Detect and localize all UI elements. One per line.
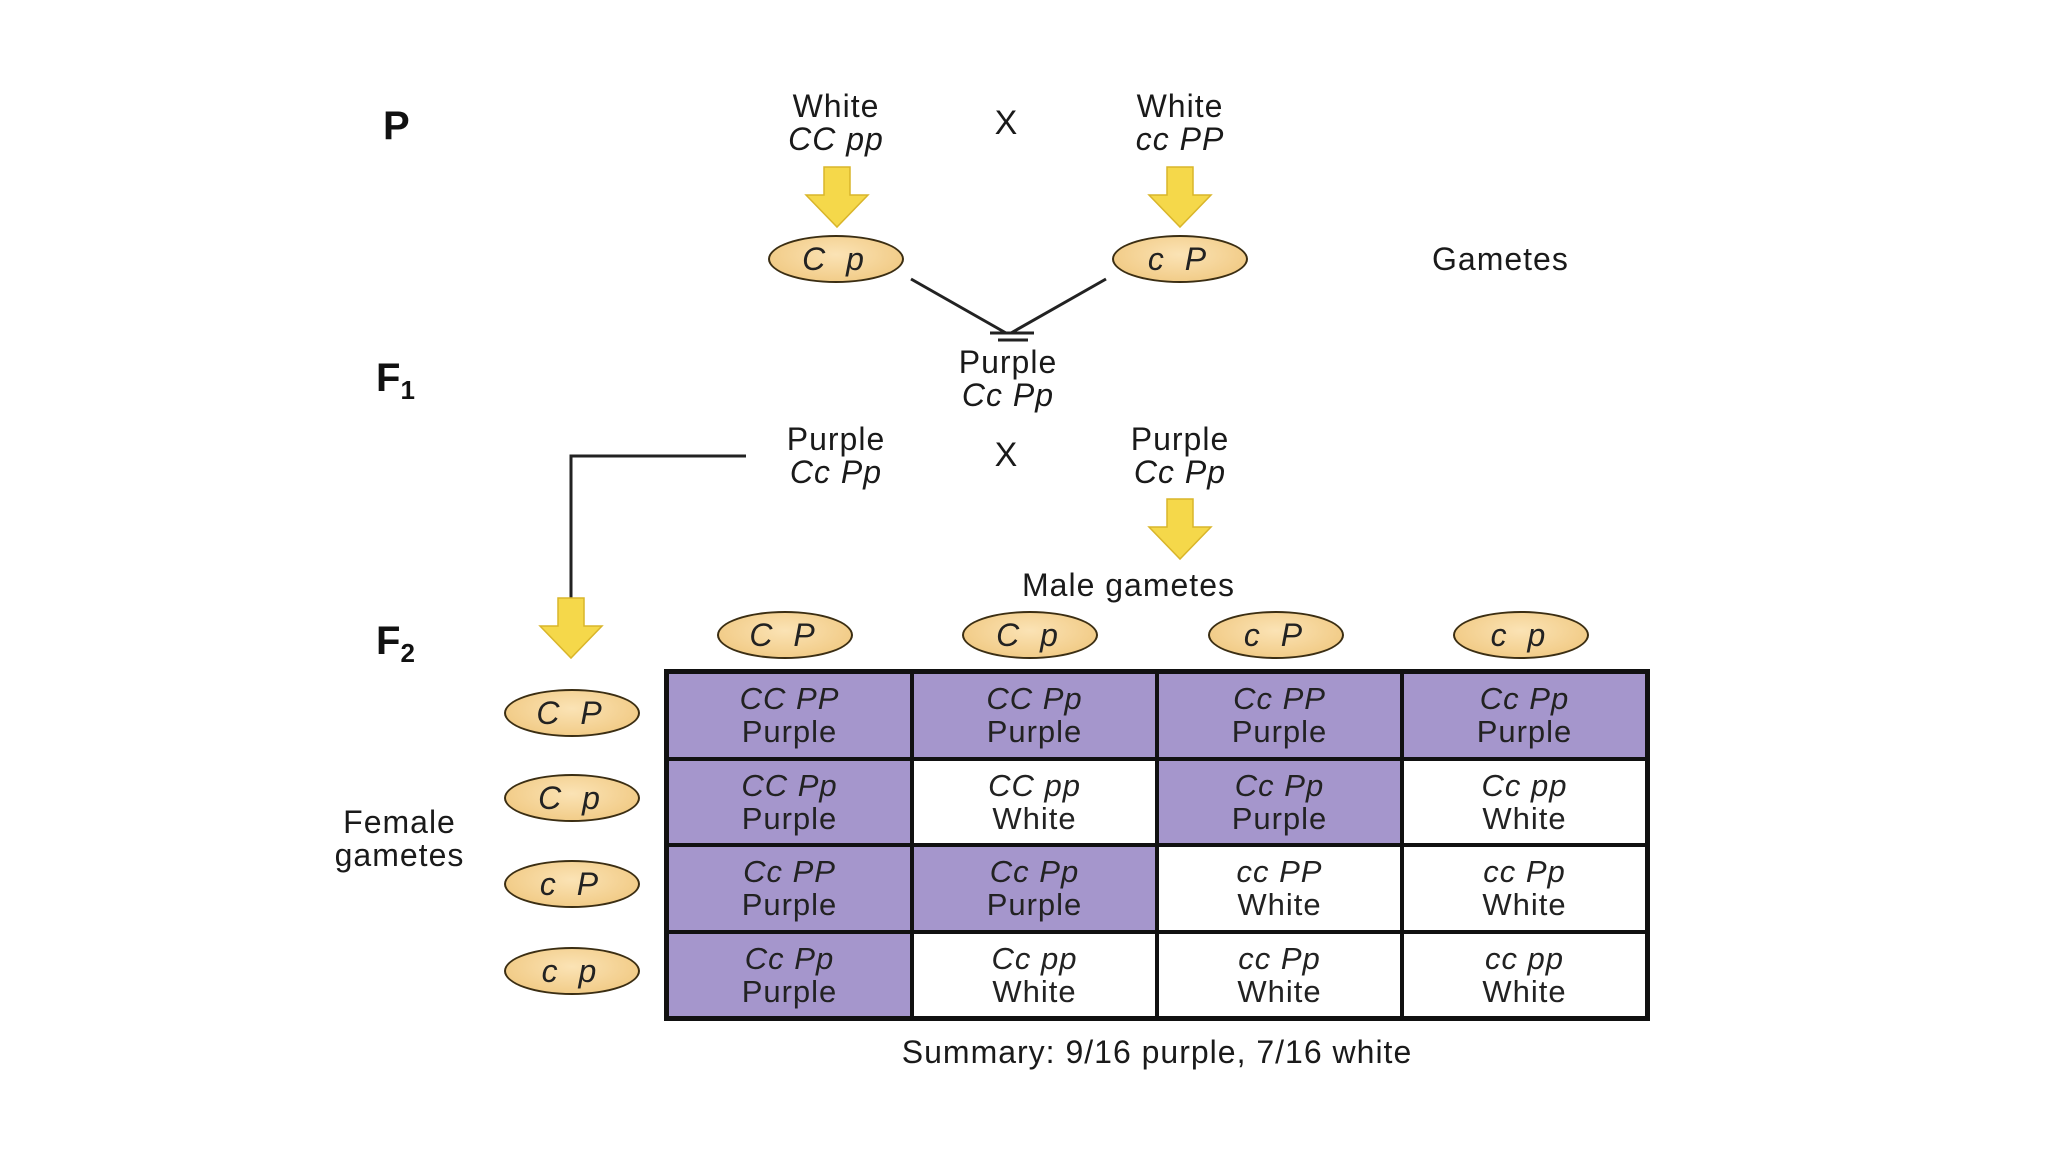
punnett-cell-phenotype: White xyxy=(1237,973,1322,1009)
punnett-cell-genotype: cc Pp xyxy=(1483,854,1566,890)
down-arrow-icon xyxy=(804,166,870,229)
punnett-cell-genotype: Cc Pp xyxy=(1479,681,1570,717)
punnett-cell-phenotype: Purple xyxy=(1231,800,1328,836)
punnett-cell-phenotype: Purple xyxy=(741,887,838,923)
punnett-cell-genotype: Cc pp xyxy=(991,940,1078,976)
summary-text: Summary: 9/16 purple, 7/16 white xyxy=(901,1034,1413,1070)
f1-offspring: Purple Cc Pp xyxy=(928,346,1088,412)
parent-left: White CC pp xyxy=(756,90,916,156)
f1-cross-left: Purple Cc Pp xyxy=(756,423,916,489)
punnett-cell-phenotype: White xyxy=(992,800,1077,836)
male-gamete: c p xyxy=(1453,611,1589,659)
punnett-cell-genotype: Cc PP xyxy=(743,854,836,890)
punnett-cell-phenotype: Purple xyxy=(986,714,1083,750)
punnett-cell-genotype: Cc PP xyxy=(1233,681,1326,717)
generation-f1-label: F1 xyxy=(376,356,415,405)
f1-cross-left-genotype: Cc Pp xyxy=(789,454,883,490)
punnett-cell-genotype: CC Pp xyxy=(986,681,1083,717)
punnett-cell-phenotype: Purple xyxy=(741,714,838,750)
punnett-cell-phenotype: Purple xyxy=(741,973,838,1009)
punnett-cell-genotype: Cc pp xyxy=(1481,767,1568,803)
generation-f2-label: F2 xyxy=(376,619,415,668)
punnett-cell-phenotype: White xyxy=(992,973,1077,1009)
male-gamete: c P xyxy=(1208,611,1344,659)
female-gametes-label: Female gametes xyxy=(334,804,465,873)
f1-cross-right-genotype: Cc Pp xyxy=(1133,454,1227,490)
f1-cross-right-phenotype: Purple xyxy=(1130,421,1230,457)
parent-right-gamete: c P xyxy=(1112,235,1248,283)
punnett-cell-phenotype: Purple xyxy=(1231,714,1328,750)
male-gamete: C p xyxy=(962,611,1098,659)
down-arrow-icon xyxy=(1147,166,1213,229)
parent-left-gamete: C p xyxy=(768,235,904,283)
male-gamete: C P xyxy=(717,611,853,659)
punnett-cell-genotype: cc PP xyxy=(1236,854,1323,890)
punnett-cell-genotype: cc Pp xyxy=(1238,940,1321,976)
down-arrow-icon xyxy=(538,597,604,660)
punnett-cell-genotype: CC pp xyxy=(988,767,1081,803)
f1-offspring-phenotype: Purple xyxy=(958,344,1058,380)
f1-cross-symbol: X xyxy=(994,436,1018,474)
f1-cross-right: Purple Cc Pp xyxy=(1100,423,1260,489)
parent-right: White cc PP xyxy=(1100,90,1260,156)
punnett-cell-phenotype: White xyxy=(1482,973,1567,1009)
punnett-cell-phenotype: White xyxy=(1237,887,1322,923)
gametes-label: Gametes xyxy=(1432,241,1569,277)
generation-p-label: P xyxy=(383,104,410,148)
punnett-cell-phenotype: White xyxy=(1482,887,1567,923)
female-gamete: c P xyxy=(504,860,640,908)
female-gamete: c p xyxy=(504,947,640,995)
male-gametes-label: Male gametes xyxy=(1022,567,1235,603)
female-gamete: C p xyxy=(504,774,640,822)
punnett-cell-phenotype: Purple xyxy=(986,887,1083,923)
parent-left-phenotype: White xyxy=(792,88,880,124)
f1-offspring-genotype: Cc Pp xyxy=(961,377,1055,413)
punnett-cell-genotype: Cc Pp xyxy=(989,854,1080,890)
female-gamete: C P xyxy=(504,689,640,737)
punnett-cell-phenotype: White xyxy=(1482,800,1567,836)
parent-right-phenotype: White xyxy=(1136,88,1224,124)
punnett-cell-genotype: CC Pp xyxy=(741,767,838,803)
p-cross-symbol: X xyxy=(994,104,1018,142)
punnett-cell-genotype: cc pp xyxy=(1484,940,1565,976)
punnett-cell-genotype: Cc Pp xyxy=(1234,767,1325,803)
parent-right-genotype: cc PP xyxy=(1135,121,1225,157)
down-arrow-icon xyxy=(1147,498,1213,561)
punnett-cell-genotype: CC PP xyxy=(739,681,840,717)
parent-left-genotype: CC pp xyxy=(788,121,884,157)
punnett-cell-phenotype: Purple xyxy=(1476,714,1573,750)
punnett-cell-phenotype: Purple xyxy=(741,800,838,836)
f1-cross-left-phenotype: Purple xyxy=(786,421,886,457)
punnett-cell-genotype: Cc Pp xyxy=(744,940,835,976)
